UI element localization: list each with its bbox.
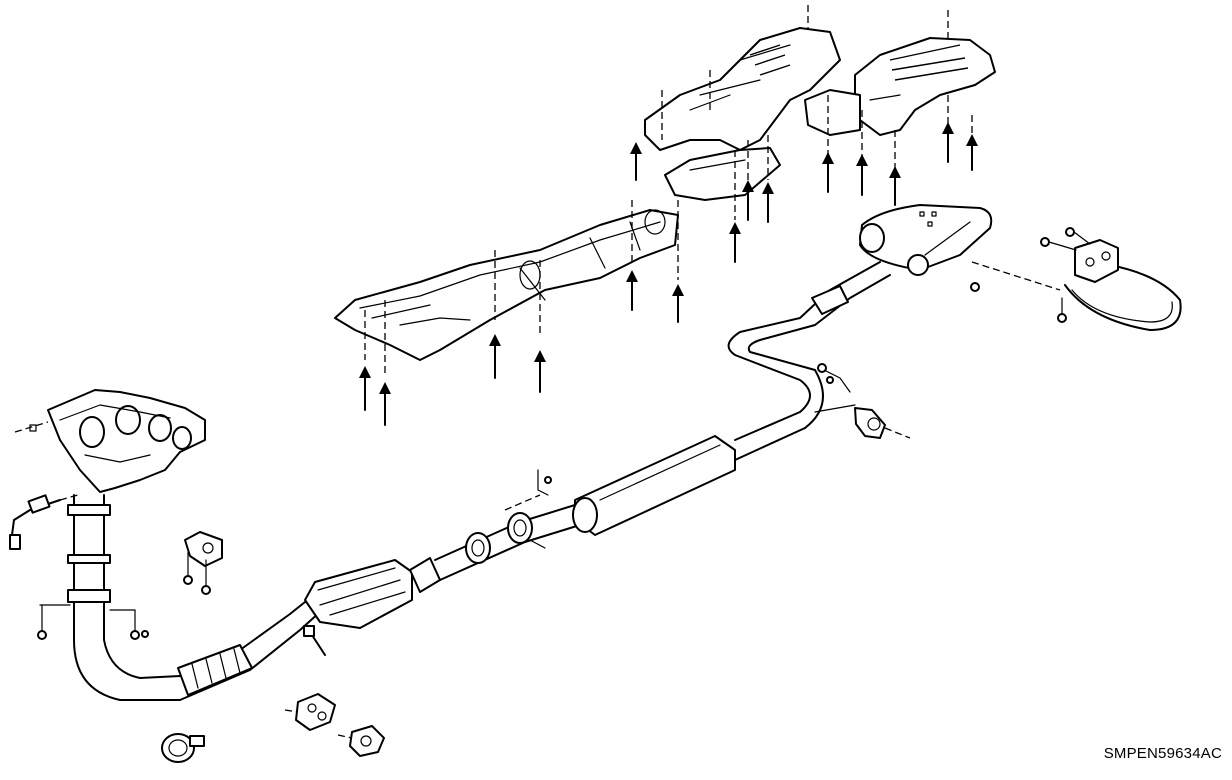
front-heat-shield bbox=[334, 209, 679, 361]
front-pipe bbox=[37, 494, 181, 701]
intermediate-pipe bbox=[434, 469, 581, 581]
center-muffler bbox=[572, 411, 806, 536]
pipe-clamp bbox=[161, 733, 205, 763]
flex-pipe bbox=[177, 597, 321, 701]
rear-pipe-hanger bbox=[814, 363, 911, 439]
catalytic-converter bbox=[304, 557, 441, 629]
rear-heat-shield bbox=[804, 37, 996, 136]
figure-code: SMPEN59634AC bbox=[1103, 745, 1222, 762]
fastener-arrows bbox=[359, 5, 978, 426]
exhaust-manifold bbox=[14, 389, 206, 493]
pipe-bracket bbox=[183, 531, 223, 595]
rubber-hanger bbox=[337, 725, 385, 757]
rear-pipe bbox=[727, 261, 891, 429]
rubber-mount bbox=[284, 693, 336, 731]
oxygen-sensor bbox=[9, 494, 79, 550]
rear-muffler bbox=[859, 204, 1061, 291]
rear-hanger-strap bbox=[970, 227, 1182, 331]
cat-sensor bbox=[303, 625, 326, 656]
middle-heat-shield bbox=[644, 27, 841, 201]
